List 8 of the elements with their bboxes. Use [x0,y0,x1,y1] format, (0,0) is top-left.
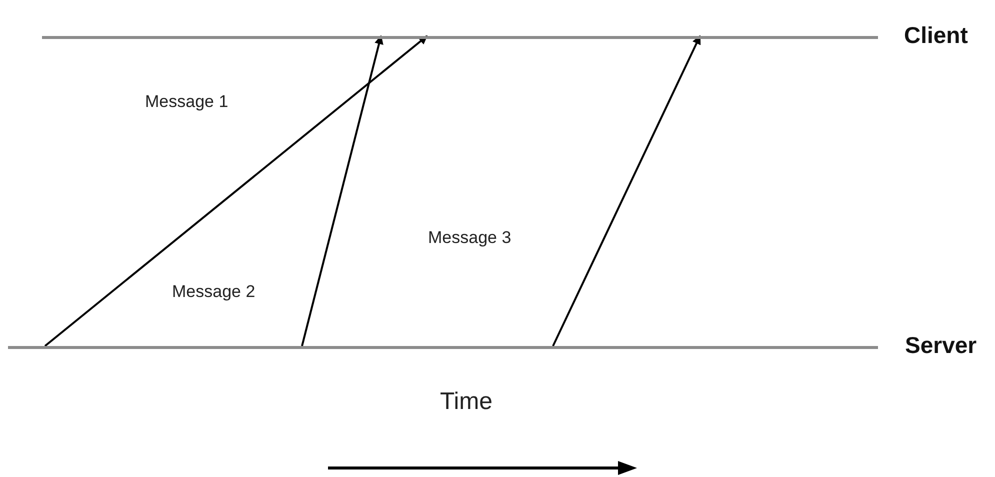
timeline-label: Server [905,332,977,359]
arrow [301,35,384,346]
arrow [552,35,701,346]
edge-label: Message 2 [170,282,258,302]
edge-label: Message 3 [426,228,514,248]
arrow [44,35,428,347]
edge-label: Message 1 [143,92,230,112]
timeline-label: Client [904,22,968,49]
